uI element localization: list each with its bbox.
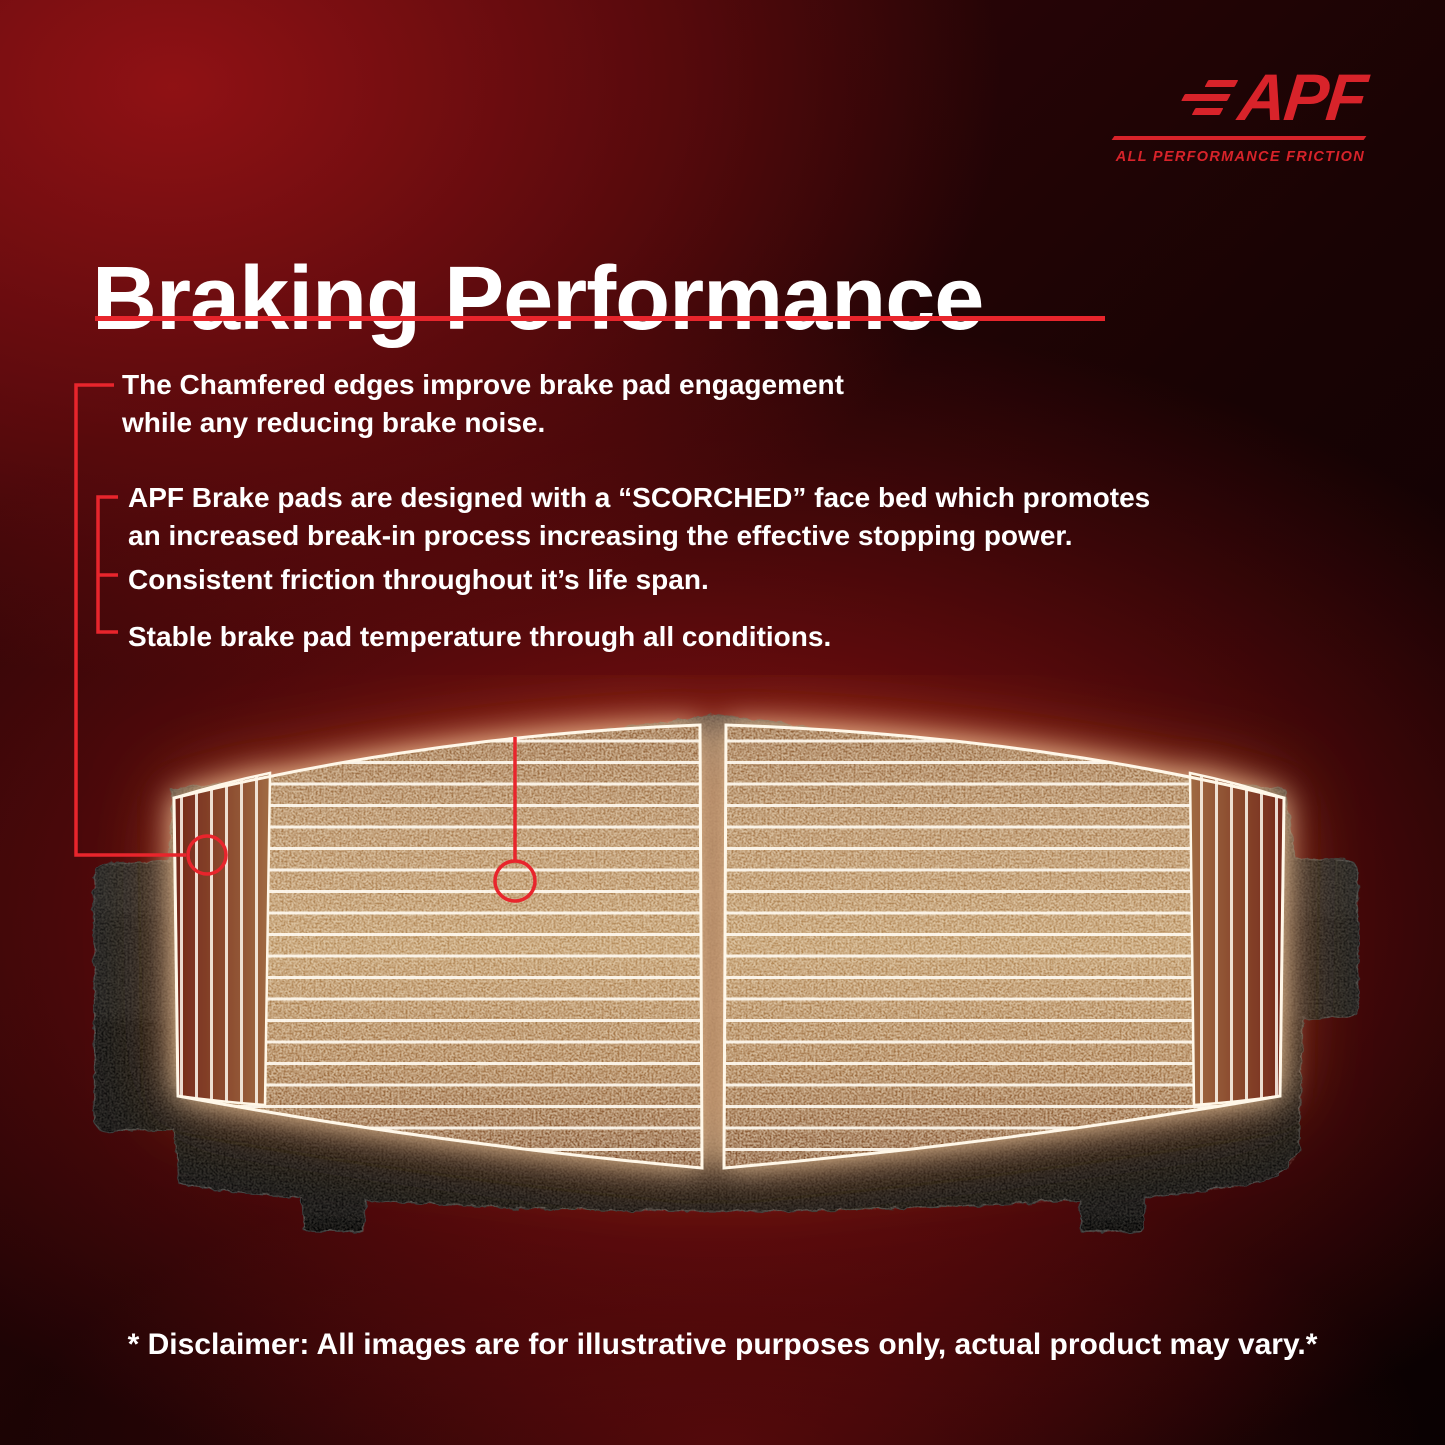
bullet-stable-temperature: Stable brake pad temperature through all… bbox=[128, 621, 832, 652]
brand-name: APF bbox=[1235, 60, 1369, 134]
brand-logo: APF ALL PERFORMANCE FRICTION bbox=[1111, 60, 1369, 165]
page-title: Braking Performance bbox=[92, 249, 984, 350]
bullet-scorched-face: APF Brake pads are designed with a “SCOR… bbox=[128, 482, 1151, 551]
left-chamfer-grooves bbox=[174, 773, 270, 1105]
brake-pads-illustration bbox=[93, 714, 1359, 1233]
logo-speed-lines-icon bbox=[1174, 79, 1239, 115]
brand-tagline: ALL PERFORMANCE FRICTION bbox=[1115, 149, 1365, 165]
bullet-consistent-friction: Consistent friction throughout it’s life… bbox=[128, 564, 709, 595]
bullet-chamfered-edges: The Chamfered edges improve brake pad en… bbox=[122, 369, 844, 438]
callout-lines-bullets bbox=[96, 495, 118, 634]
disclaimer-text: * Disclaimer: All images are for illustr… bbox=[127, 1328, 1318, 1361]
logo-underline bbox=[1111, 136, 1367, 140]
title-underline bbox=[95, 316, 1105, 321]
right-chamfer-grooves bbox=[1190, 773, 1284, 1105]
friction-pads bbox=[172, 723, 1286, 1170]
